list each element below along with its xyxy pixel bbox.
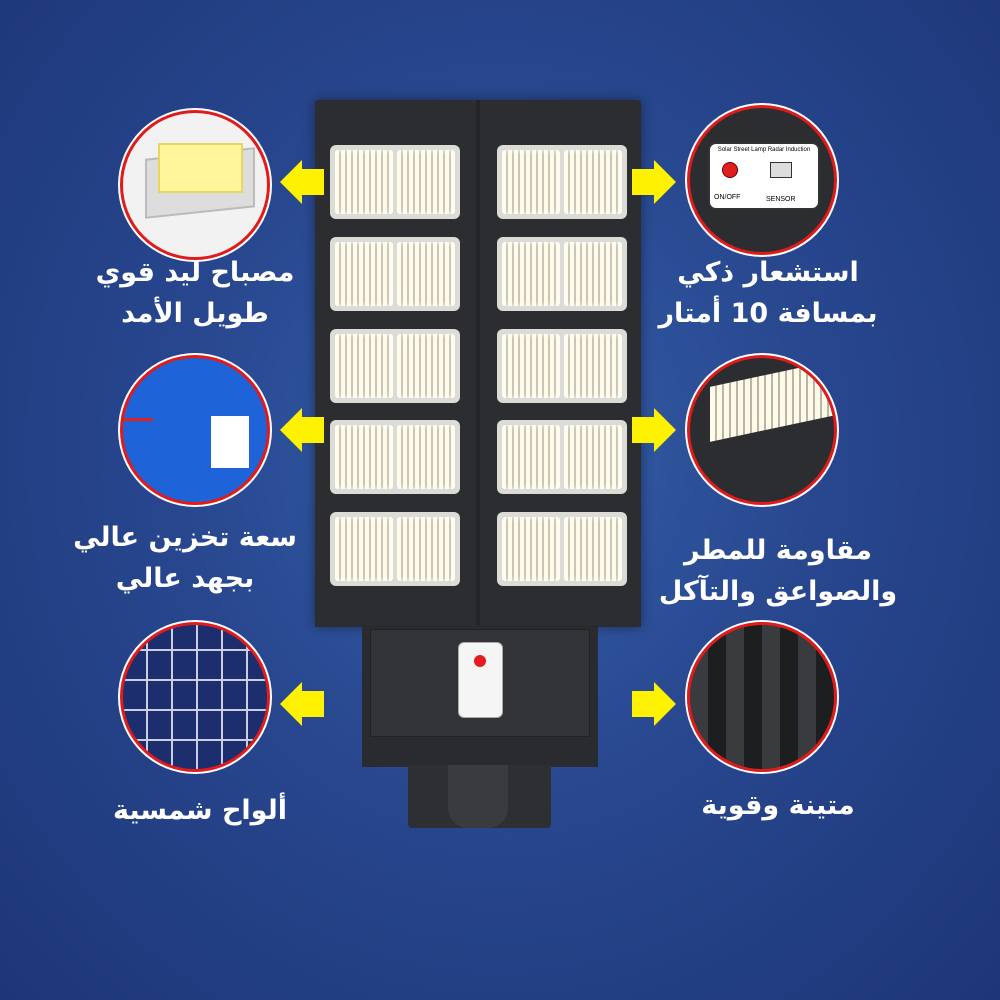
sensor-label: SENSOR [766,196,796,203]
feature-durable: متينة وقوية [701,790,855,821]
feature-solar: ألواح شمسية [113,795,287,826]
weatherproof-closeup-image [687,355,837,505]
durable-housing-image [687,622,837,772]
led-panel [497,512,627,586]
radar-sensor-image: Solar Street Lamp Radar Induction ON/OFF… [687,105,837,255]
sensor-panel-title: Solar Street Lamp Radar Induction [717,147,811,153]
solar-street-lamp [315,100,641,627]
solar-panel-image [120,622,270,772]
led-panel [497,237,627,311]
led-chip-image [120,110,270,260]
lamp-pole-mount [408,765,551,828]
led-panel [330,329,460,403]
led-panel [330,512,460,586]
battery-image [120,355,270,505]
on-off-label: ON/OFF [714,194,741,201]
led-panel [497,145,627,219]
led-panel [497,329,627,403]
led-panel [330,420,460,494]
lamp-sensor-switch [458,642,503,718]
led-panel [497,420,627,494]
led-panel [330,237,460,311]
led-panel [330,145,460,219]
